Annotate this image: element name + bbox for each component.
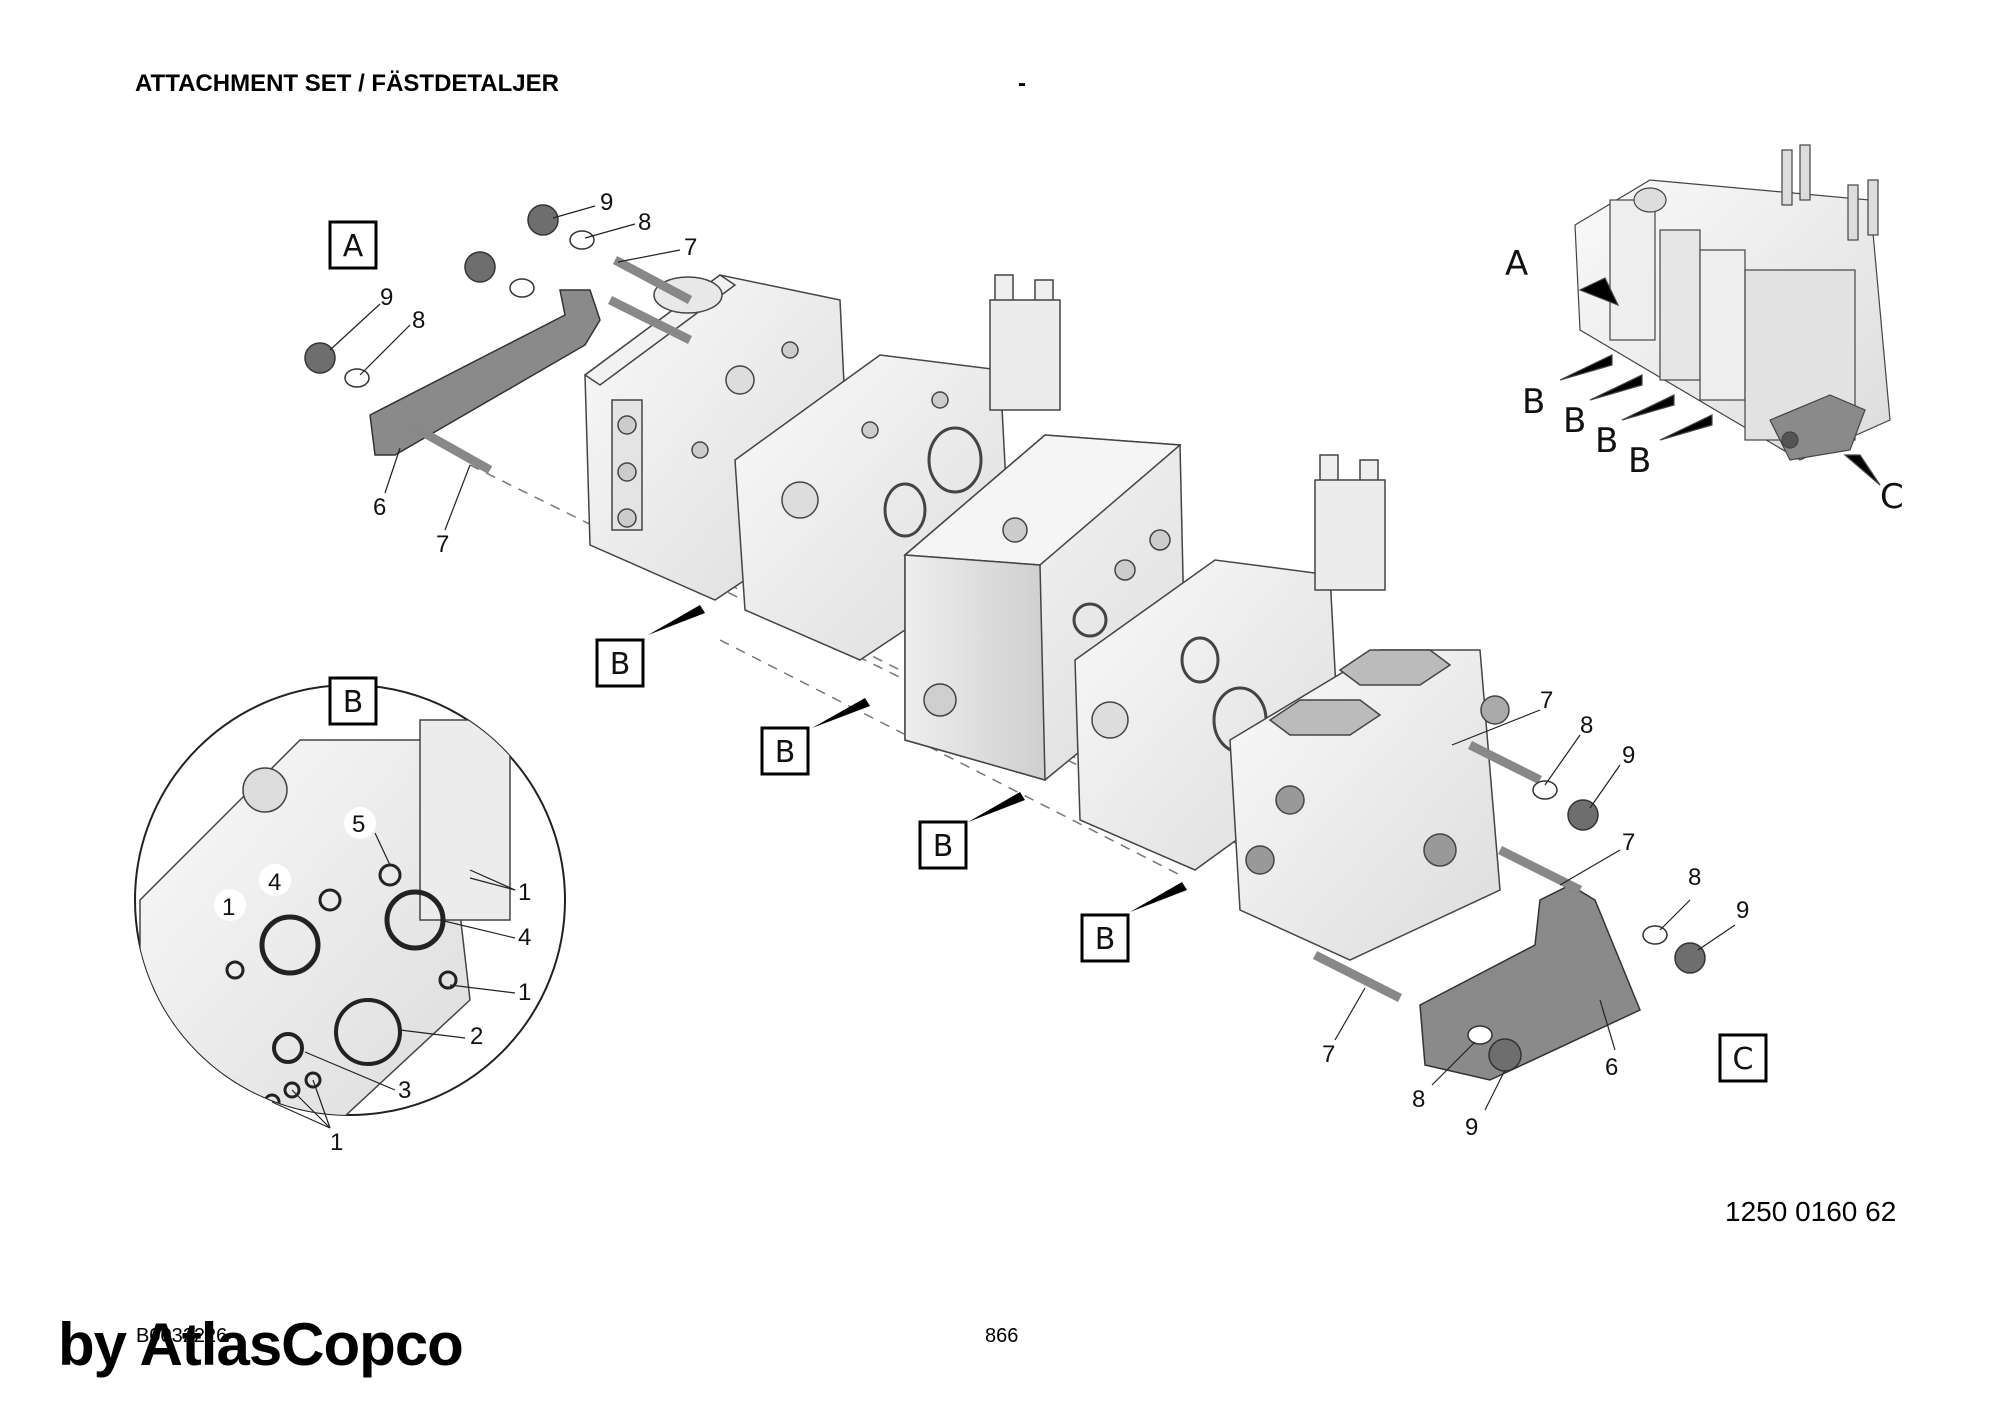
section-box-a-label: A <box>343 229 364 264</box>
callout-item-number: 8 <box>638 209 651 236</box>
callout-item-number: 2 <box>470 1023 483 1050</box>
callout-item-number: 4 <box>518 924 531 951</box>
callout-item-number: 9 <box>380 284 393 311</box>
bracket-a-hardware <box>304 204 693 474</box>
callout-item-number: 8 <box>1688 864 1701 891</box>
callout-item-number: 5 <box>352 811 365 838</box>
page-number: 866 <box>985 1325 1019 1347</box>
callout-item-number: 7 <box>1322 1041 1335 1068</box>
callout-item-number: 4 <box>268 869 281 896</box>
detail-b-magnified-view <box>134 684 566 1129</box>
section-box-b-label: B <box>933 829 954 864</box>
valve-outlet-section <box>1229 649 1510 961</box>
section-box-b-label: B <box>1095 922 1116 957</box>
callout-item-number: 8 <box>1412 1086 1425 1113</box>
callout-item-number: 9 <box>1622 742 1635 769</box>
callout-item-number: 9 <box>1736 897 1749 924</box>
callouts-bracket-a: 9 8 7 9 8 6 7 <box>373 189 697 558</box>
callout-item-number: 6 <box>373 494 386 521</box>
detail-b-box-label: B <box>343 685 364 720</box>
document-code: B0032226 <box>136 1325 228 1347</box>
inset-letter-c: C <box>1880 477 1904 517</box>
page-title: ATTACHMENT SET / FÄSTDETALJER <box>135 70 559 97</box>
callout-item-number: 7 <box>436 531 449 558</box>
callout-item-number: 3 <box>398 1077 411 1104</box>
callout-item-number: 7 <box>684 234 697 261</box>
overview-inset-letters: A B B B B C <box>1505 244 1904 517</box>
callout-item-number: 7 <box>1540 687 1553 714</box>
callout-item-number: 9 <box>1465 1114 1478 1141</box>
section-box-c-label: C <box>1733 1042 1754 1077</box>
section-box-b-label: B <box>775 735 796 770</box>
callout-item-number: 1 <box>518 879 531 906</box>
callout-item-number: 6 <box>1605 1054 1618 1081</box>
callout-item-number: 1 <box>330 1129 343 1156</box>
callout-item-number: 1 <box>518 979 531 1006</box>
inset-letter-b: B <box>1595 421 1618 461</box>
inset-letter-a: A <box>1505 244 1528 284</box>
callout-leader-lines <box>329 205 1736 1111</box>
inset-letter-b: B <box>1563 401 1586 441</box>
section-box-b-label: B <box>610 647 631 682</box>
callout-item-number: 8 <box>412 307 425 334</box>
callout-item-number: 9 <box>600 189 613 216</box>
section-pointers <box>648 605 1187 912</box>
inset-letter-b: B <box>1522 382 1545 422</box>
section-boxes <box>328 220 1768 1083</box>
callouts-detail-b: 5 4 1 1 4 1 2 3 1 <box>222 811 531 1156</box>
overview-inset-assembly <box>1559 144 1891 486</box>
callout-item-number: 8 <box>1580 712 1593 739</box>
callout-item-number: 7 <box>1622 829 1635 856</box>
drawing-number: 1250 0160 62 <box>1725 1196 1897 1227</box>
watermark-text: by AtlasCopco <box>58 1311 464 1378</box>
section-box-labels: A B B B B B C <box>343 229 1754 1077</box>
callouts-bracket-c: 7 8 9 7 8 9 7 6 8 9 <box>1322 687 1749 1141</box>
callout-item-number: 1 <box>222 894 235 921</box>
inset-letter-b: B <box>1628 441 1651 481</box>
title-dash: - <box>1018 70 1026 97</box>
